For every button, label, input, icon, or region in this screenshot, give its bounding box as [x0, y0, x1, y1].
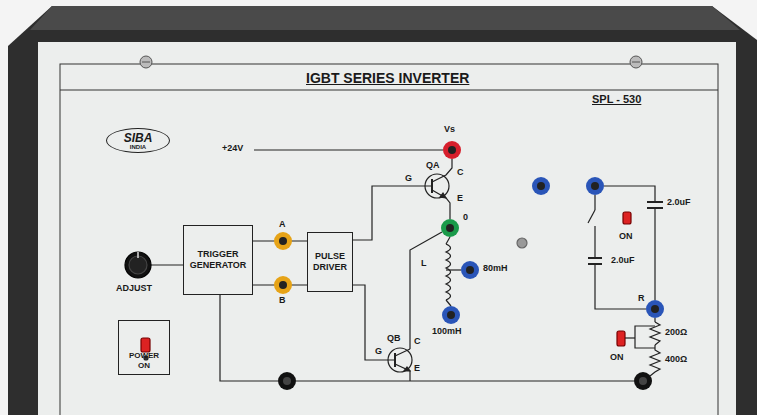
panel-label: QA — [426, 161, 440, 171]
panel-label: 200Ω — [665, 328, 687, 338]
panel-label: G — [375, 347, 382, 357]
node-text: PULSE DRIVER — [311, 251, 349, 274]
node-text: SIBA — [124, 132, 153, 144]
node-text: POWER ON — [122, 351, 166, 371]
panel-label: 2.0uF — [611, 256, 635, 266]
panel-label: ADJUST — [116, 284, 152, 294]
panel-label: 400Ω — [665, 355, 687, 365]
power-switch-box: POWER ON — [118, 320, 170, 375]
panel-label: Vs — [444, 125, 455, 135]
trigger-generator-box: TRIGGER GENERATOR — [183, 225, 253, 295]
panel-label: 0 — [463, 213, 468, 223]
node-text: INDIA — [130, 144, 146, 150]
panel-label: 2.0uF — [667, 198, 691, 208]
panel-label: A — [279, 220, 286, 230]
panel-label: G — [405, 174, 412, 184]
panel-label: QB — [387, 334, 401, 344]
pulse-driver-box: PULSE DRIVER — [307, 232, 353, 292]
logo-oval: SIBAINDIA — [106, 128, 170, 153]
panel-title: IGBT SERIES INVERTER — [306, 70, 469, 86]
panel-label: 80mH — [483, 264, 508, 274]
panel-label: ON — [619, 232, 633, 242]
panel-label: R — [638, 294, 645, 304]
panel-label: B — [279, 296, 286, 306]
panel-label: +24V — [222, 144, 243, 154]
panel-label: C — [414, 337, 421, 347]
panel-label: SPL - 530 — [592, 93, 641, 105]
panel-label: 100mH — [432, 327, 462, 337]
node-text: TRIGGER GENERATOR — [187, 249, 249, 272]
panel-label: ON — [610, 353, 624, 363]
panel-label: E — [457, 194, 463, 204]
panel-label: E — [414, 364, 420, 374]
panel-label: C — [457, 168, 464, 178]
panel-label: L — [421, 259, 427, 269]
